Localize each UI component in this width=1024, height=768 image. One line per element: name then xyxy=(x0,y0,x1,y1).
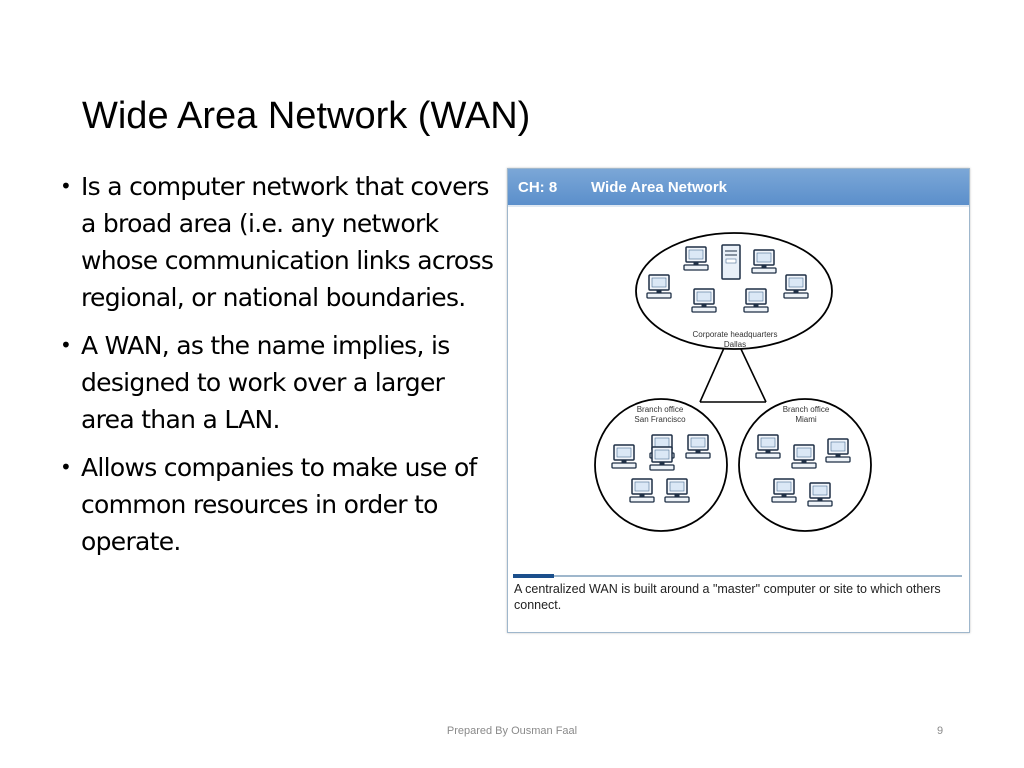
branch-miami-label-line2: Miami xyxy=(795,415,817,424)
computer-icon xyxy=(771,478,797,503)
figure-chapter-label: CH: 8 xyxy=(518,179,558,196)
bullet-text: A WAN, as the name implies, is designed … xyxy=(81,331,450,434)
wan-diagram: Corporate headquarters Dallas Branch off… xyxy=(594,232,872,532)
page-number: 9 xyxy=(936,725,944,737)
figure-header: CH: 8 Wide Area Network xyxy=(508,169,969,205)
bullet-text: Is a computer network that covers a broa… xyxy=(81,172,494,312)
computer-icon xyxy=(683,246,709,271)
bullet-marker: • xyxy=(60,333,72,357)
computer-icon xyxy=(783,274,809,299)
computer-icon xyxy=(751,249,777,274)
server-icon xyxy=(721,244,741,280)
bullet-marker: • xyxy=(60,455,72,479)
branch-sf-label-line1: Branch office xyxy=(637,405,684,414)
bullet-item: • Is a computer network that covers a br… xyxy=(56,168,504,316)
slide-title: Wide Area Network (WAN) xyxy=(82,95,531,137)
figure-divider xyxy=(508,205,969,207)
computer-icon xyxy=(685,434,711,459)
figure-heading: Wide Area Network xyxy=(591,179,728,196)
computer-icon xyxy=(646,274,672,299)
wan-figure: CH: 8 Wide Area Network xyxy=(507,168,970,633)
computer-icon xyxy=(825,438,851,463)
branch-sf-label-line2: San Francisco xyxy=(634,415,686,424)
computer-icon xyxy=(807,482,833,507)
bullet-item: • Allows companies to make use of common… xyxy=(56,449,504,560)
branch-miami-label-line1: Branch office xyxy=(783,405,830,414)
computer-icon xyxy=(691,288,717,313)
computer-icon xyxy=(743,288,769,313)
hq-label-line1: Corporate headquarters xyxy=(693,330,778,339)
footer-credit: Prepared By Ousman Faal xyxy=(446,725,578,737)
bullet-item: • A WAN, as the name implies, is designe… xyxy=(56,327,504,438)
computer-icon xyxy=(664,478,690,503)
computer-icon xyxy=(755,434,781,459)
bullet-text: Allows companies to make use of common r… xyxy=(81,453,477,556)
hq-label-line2: Dallas xyxy=(724,340,746,349)
caption-divider xyxy=(513,575,962,577)
computer-icon xyxy=(629,478,655,503)
computer-icon xyxy=(649,446,675,471)
bullet-list: • Is a computer network that covers a br… xyxy=(56,168,504,571)
bullet-marker: • xyxy=(60,174,72,198)
figure-caption: A centralized WAN is built around a "mas… xyxy=(514,582,941,612)
computer-icon xyxy=(791,444,817,469)
computer-icon xyxy=(611,444,637,469)
hq-site xyxy=(635,232,833,350)
caption-accent-bar xyxy=(513,574,554,578)
